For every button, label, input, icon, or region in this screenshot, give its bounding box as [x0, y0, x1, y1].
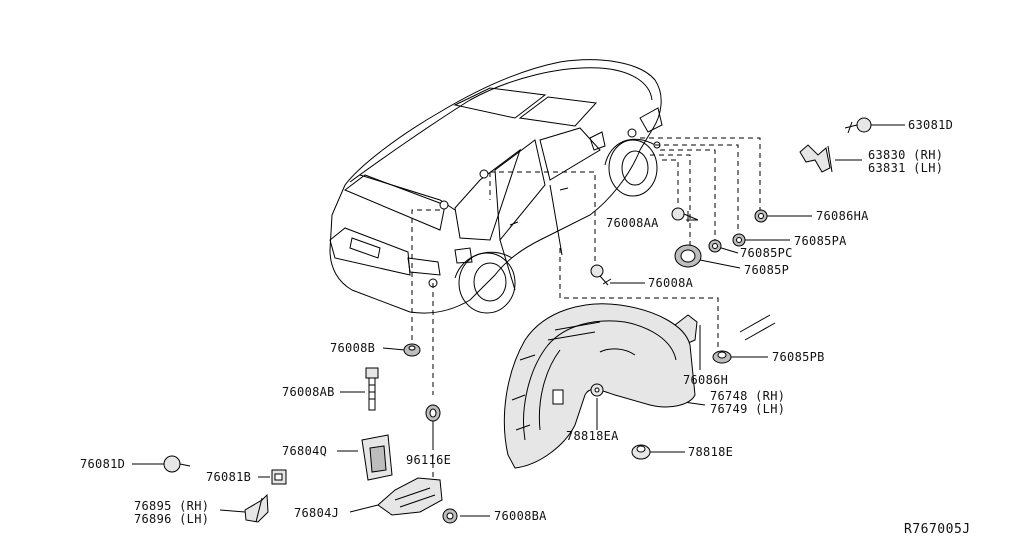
mudguard-76804j-icon	[377, 477, 443, 516]
seal-76086h-icon	[674, 314, 776, 346]
part-label-76086H: 76086H	[683, 373, 729, 387]
nut-76008ba-icon	[442, 508, 458, 524]
vehicle-illustration	[329, 59, 663, 314]
part-label-76085P: 76085P	[744, 263, 790, 277]
clip-76085pa-icon	[732, 233, 746, 247]
screw-76008aa-icon	[671, 207, 699, 222]
screw-76008a-icon	[590, 264, 612, 286]
screw-76081d-icon	[163, 455, 191, 473]
part-label-76085PC: 76085PC	[740, 246, 793, 260]
nut-76086ha-icon	[754, 209, 768, 223]
grommet-96116e-icon	[425, 404, 441, 422]
grommet-76085p-icon	[674, 244, 702, 268]
bracket-76895-icon	[244, 493, 269, 523]
clip-76081b-icon	[271, 469, 287, 485]
part-label-76804Q: 76804Q	[282, 444, 328, 458]
part-label-line: 63830 (RH)	[868, 148, 944, 162]
part-label-line: 76896 (LH)	[134, 512, 210, 526]
part-label-76008AB: 76008AB	[282, 385, 335, 399]
part-label-78818EA: 78818EA	[566, 429, 619, 443]
clip-76085pb-icon	[712, 350, 732, 364]
part-label-76895: 76895 (RH) 76896 (LH)	[134, 500, 209, 526]
reference-code: R767005J	[904, 522, 971, 537]
part-shapes	[163, 117, 872, 524]
bracket-63830-icon	[799, 144, 833, 173]
part-label-line: 76749 (LH)	[710, 402, 786, 416]
part-label-76804J: 76804J	[294, 506, 340, 520]
pad-76804q-icon	[361, 434, 393, 481]
part-label-line: 63831 (LH)	[868, 161, 944, 175]
part-label-76085PB: 76085PB	[772, 350, 825, 364]
part-label-76008B: 76008B	[330, 341, 376, 355]
part-label-76748: 76748 (RH) 76749 (LH)	[710, 390, 785, 416]
part-label-76008BA: 76008BA	[494, 509, 547, 523]
part-label-76008A: 76008A	[648, 276, 694, 290]
clip-76085pc-icon	[708, 239, 722, 253]
nut-76008b-icon	[403, 343, 421, 357]
part-label-76081D: 76081D	[80, 457, 126, 471]
part-label-96116E: 96116E	[406, 453, 452, 467]
part-label-line: 76895 (RH)	[134, 499, 210, 513]
part-label-line: 76748 (RH)	[710, 389, 786, 403]
screw-63081d-icon	[844, 117, 872, 134]
clip-78818e-icon	[631, 444, 651, 460]
part-label-63081D: 63081D	[908, 118, 954, 132]
part-label-76008AA: 76008AA	[606, 216, 659, 230]
part-label-63830: 63830 (RH) 63831 (LH)	[868, 149, 943, 175]
part-label-76081B: 76081B	[206, 470, 252, 484]
clip-78818ea-icon	[590, 383, 604, 397]
part-label-78818E: 78818E	[688, 445, 734, 459]
part-label-76086HA: 76086HA	[816, 209, 869, 223]
bolt-76008ab-icon	[365, 367, 379, 411]
part-label-76085PA: 76085PA	[794, 234, 847, 248]
